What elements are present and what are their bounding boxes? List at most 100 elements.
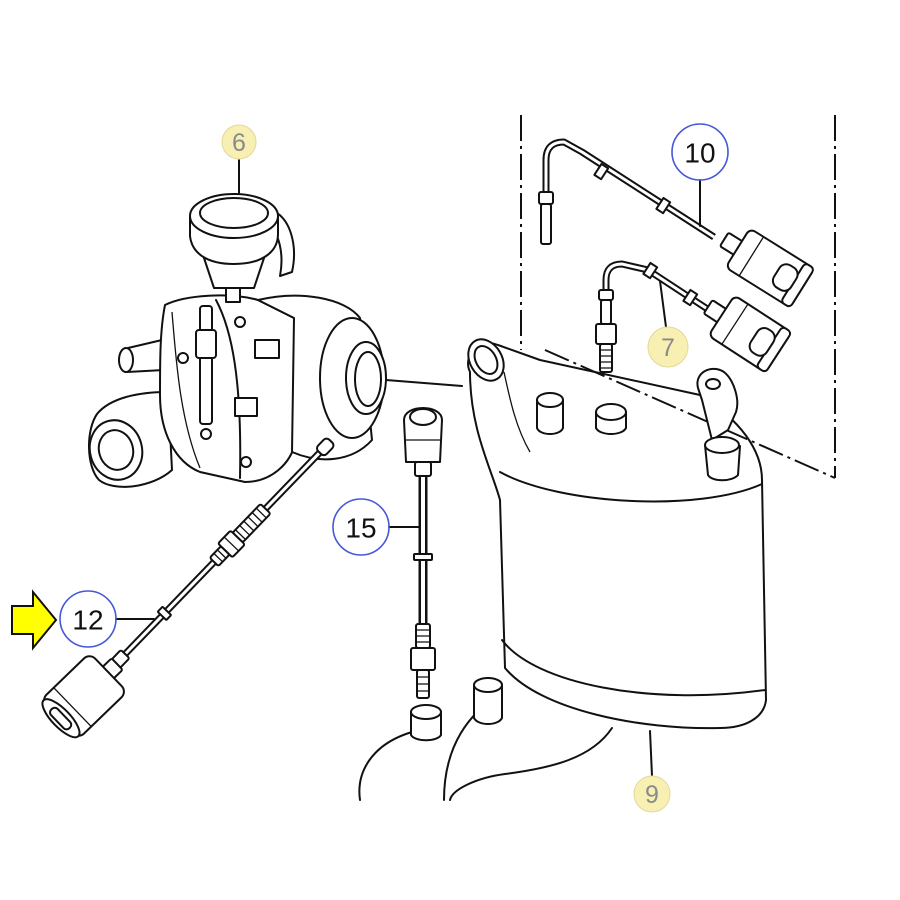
sensor-10-connector — [719, 229, 814, 308]
sensor-10-probe — [540, 203, 552, 245]
sensor-7-connector-rib — [721, 303, 749, 345]
sensor-12-tip — [316, 437, 335, 457]
sensor-12-connector — [41, 655, 125, 739]
exhaust-pipe-bend — [358, 731, 413, 801]
sensor-12-thread-lower-ribs — [213, 549, 227, 563]
turbo-bolt-3 — [240, 456, 252, 468]
particulate-filter — [358, 338, 767, 801]
callout-12: 12 — [59, 590, 155, 648]
sensor-7-cable-inner — [604, 262, 713, 314]
assembly-boundary-lines — [520, 115, 836, 479]
sensor-12-cable-clip — [157, 606, 172, 621]
sensor-15-thread-lower-ribs — [417, 676, 429, 692]
callout-12-circle — [59, 590, 117, 648]
callout-7: 7 — [647, 280, 689, 368]
callout-10-circle — [671, 123, 729, 181]
sensor-7-collar — [598, 289, 614, 301]
turbo-upper-stub-end — [118, 347, 134, 373]
callout-15-label: 15 — [345, 513, 376, 544]
turbo-wastegate-rod — [199, 305, 213, 425]
callout-6-circle — [221, 124, 257, 160]
callout-10: 10 — [671, 123, 729, 227]
dpf-sensor-boss-2-top — [595, 403, 627, 421]
callout-15: 15 — [332, 498, 420, 556]
turbo-actuator-canister-lid — [199, 197, 269, 229]
sensor-12 — [41, 437, 335, 739]
sensor-7-thread-ribs — [600, 349, 612, 369]
callout-6-label: 6 — [232, 129, 246, 157]
sensor-15-connector-socket — [409, 408, 437, 426]
sensor-7-cable-clip-2 — [682, 288, 699, 307]
turbo-inlet-opening — [97, 429, 135, 471]
sensor-12-thread-upper-ribs — [234, 507, 267, 540]
sensor-7-connector-socket — [748, 327, 776, 357]
turbo-bolt-4 — [234, 316, 246, 328]
yellow-pointer-arrow-icon — [11, 589, 58, 651]
dpf-pipe-stub — [704, 444, 741, 482]
sensor-12-thread-upper — [232, 503, 271, 543]
turbo-wastegate-link — [195, 329, 217, 359]
dpf-sensor-boss-3 — [473, 684, 503, 725]
dpf-fittings — [410, 367, 741, 742]
dpf-sensor-boss-4-top — [410, 704, 442, 720]
sensor-15-connector-collar — [414, 461, 432, 477]
turbo-compressor-outlet-bore — [354, 351, 382, 407]
callout-10-label: 10 — [684, 138, 715, 169]
turbo-housing-boss-lower — [234, 397, 258, 417]
boundary-line-diagonal — [544, 349, 836, 479]
sensor-12-thread-lower — [209, 546, 230, 567]
sensor-10-collar — [538, 191, 554, 205]
sensor-10-cable-inner — [544, 140, 715, 239]
turbo-bolt-2 — [200, 428, 212, 440]
sensor-12-probe-assembly — [110, 437, 335, 669]
callout-12-label: 12 — [72, 605, 103, 636]
callout-7-label: 7 — [661, 334, 675, 362]
dpf-lower-band — [501, 639, 766, 697]
sensor-12-cable-inner — [121, 559, 217, 658]
dpf-inlet-opening — [473, 345, 499, 375]
dpf-pipe-stub-top — [704, 436, 740, 454]
dpf-sensor-boss-1-top — [536, 392, 564, 408]
sensor-15-nut — [410, 647, 436, 671]
sensor-7-thread — [599, 343, 613, 373]
sensor-10-connector-rib — [738, 236, 765, 277]
sensor-7-cable-outer — [602, 260, 714, 315]
dpf-outlet-pipe-right — [449, 727, 613, 801]
turbocharger — [88, 193, 387, 488]
sensor-10-connector-socket — [771, 263, 799, 292]
sensor-15-thread-upper-ribs — [416, 629, 430, 643]
dpf-sensor-boss-1 — [536, 399, 564, 435]
sensor-7-probe — [600, 299, 612, 325]
callout-7-leader — [659, 280, 667, 328]
callout-9: 9 — [633, 730, 671, 813]
dpf-front-top-edge — [499, 471, 763, 503]
sensor-15 — [403, 407, 443, 699]
dpf-bracket-hole — [705, 378, 721, 390]
turbo-bolt-1 — [177, 352, 189, 364]
callout-6: 6 — [221, 124, 257, 195]
sensor-10-cable-clip-2 — [655, 196, 672, 215]
sensor-12-nut-edge — [223, 536, 240, 552]
turbo-scroll-line-inner — [171, 311, 201, 469]
turbo-housing-boss-upper — [254, 339, 280, 359]
turbo-scroll-line — [215, 299, 242, 479]
sensor-15-cable-clip — [413, 553, 433, 561]
callout-9-label: 9 — [645, 781, 659, 809]
leader-turbo-to-dpf — [385, 379, 463, 387]
sensor-10 — [538, 138, 814, 308]
sensor-12-probe-cable-inner — [263, 450, 323, 512]
sensor-7 — [595, 260, 792, 373]
dpf-inlet-neck-edge — [503, 371, 531, 453]
sensor-10-cable-clip-1 — [593, 162, 610, 181]
dpf-body — [467, 342, 767, 730]
sensor-7-connector — [703, 296, 792, 373]
callout-9-circle — [633, 775, 671, 813]
sensor-12-connector-socket — [49, 706, 73, 731]
sensor-7-cable-clip-1 — [642, 261, 659, 280]
callout-7-circle — [647, 326, 689, 368]
callout-9-leader — [649, 730, 653, 777]
sensor-12-connector-rib — [53, 687, 92, 727]
callout-15-circle — [332, 498, 390, 556]
dpf-sensor-boss-3-top — [473, 677, 503, 693]
